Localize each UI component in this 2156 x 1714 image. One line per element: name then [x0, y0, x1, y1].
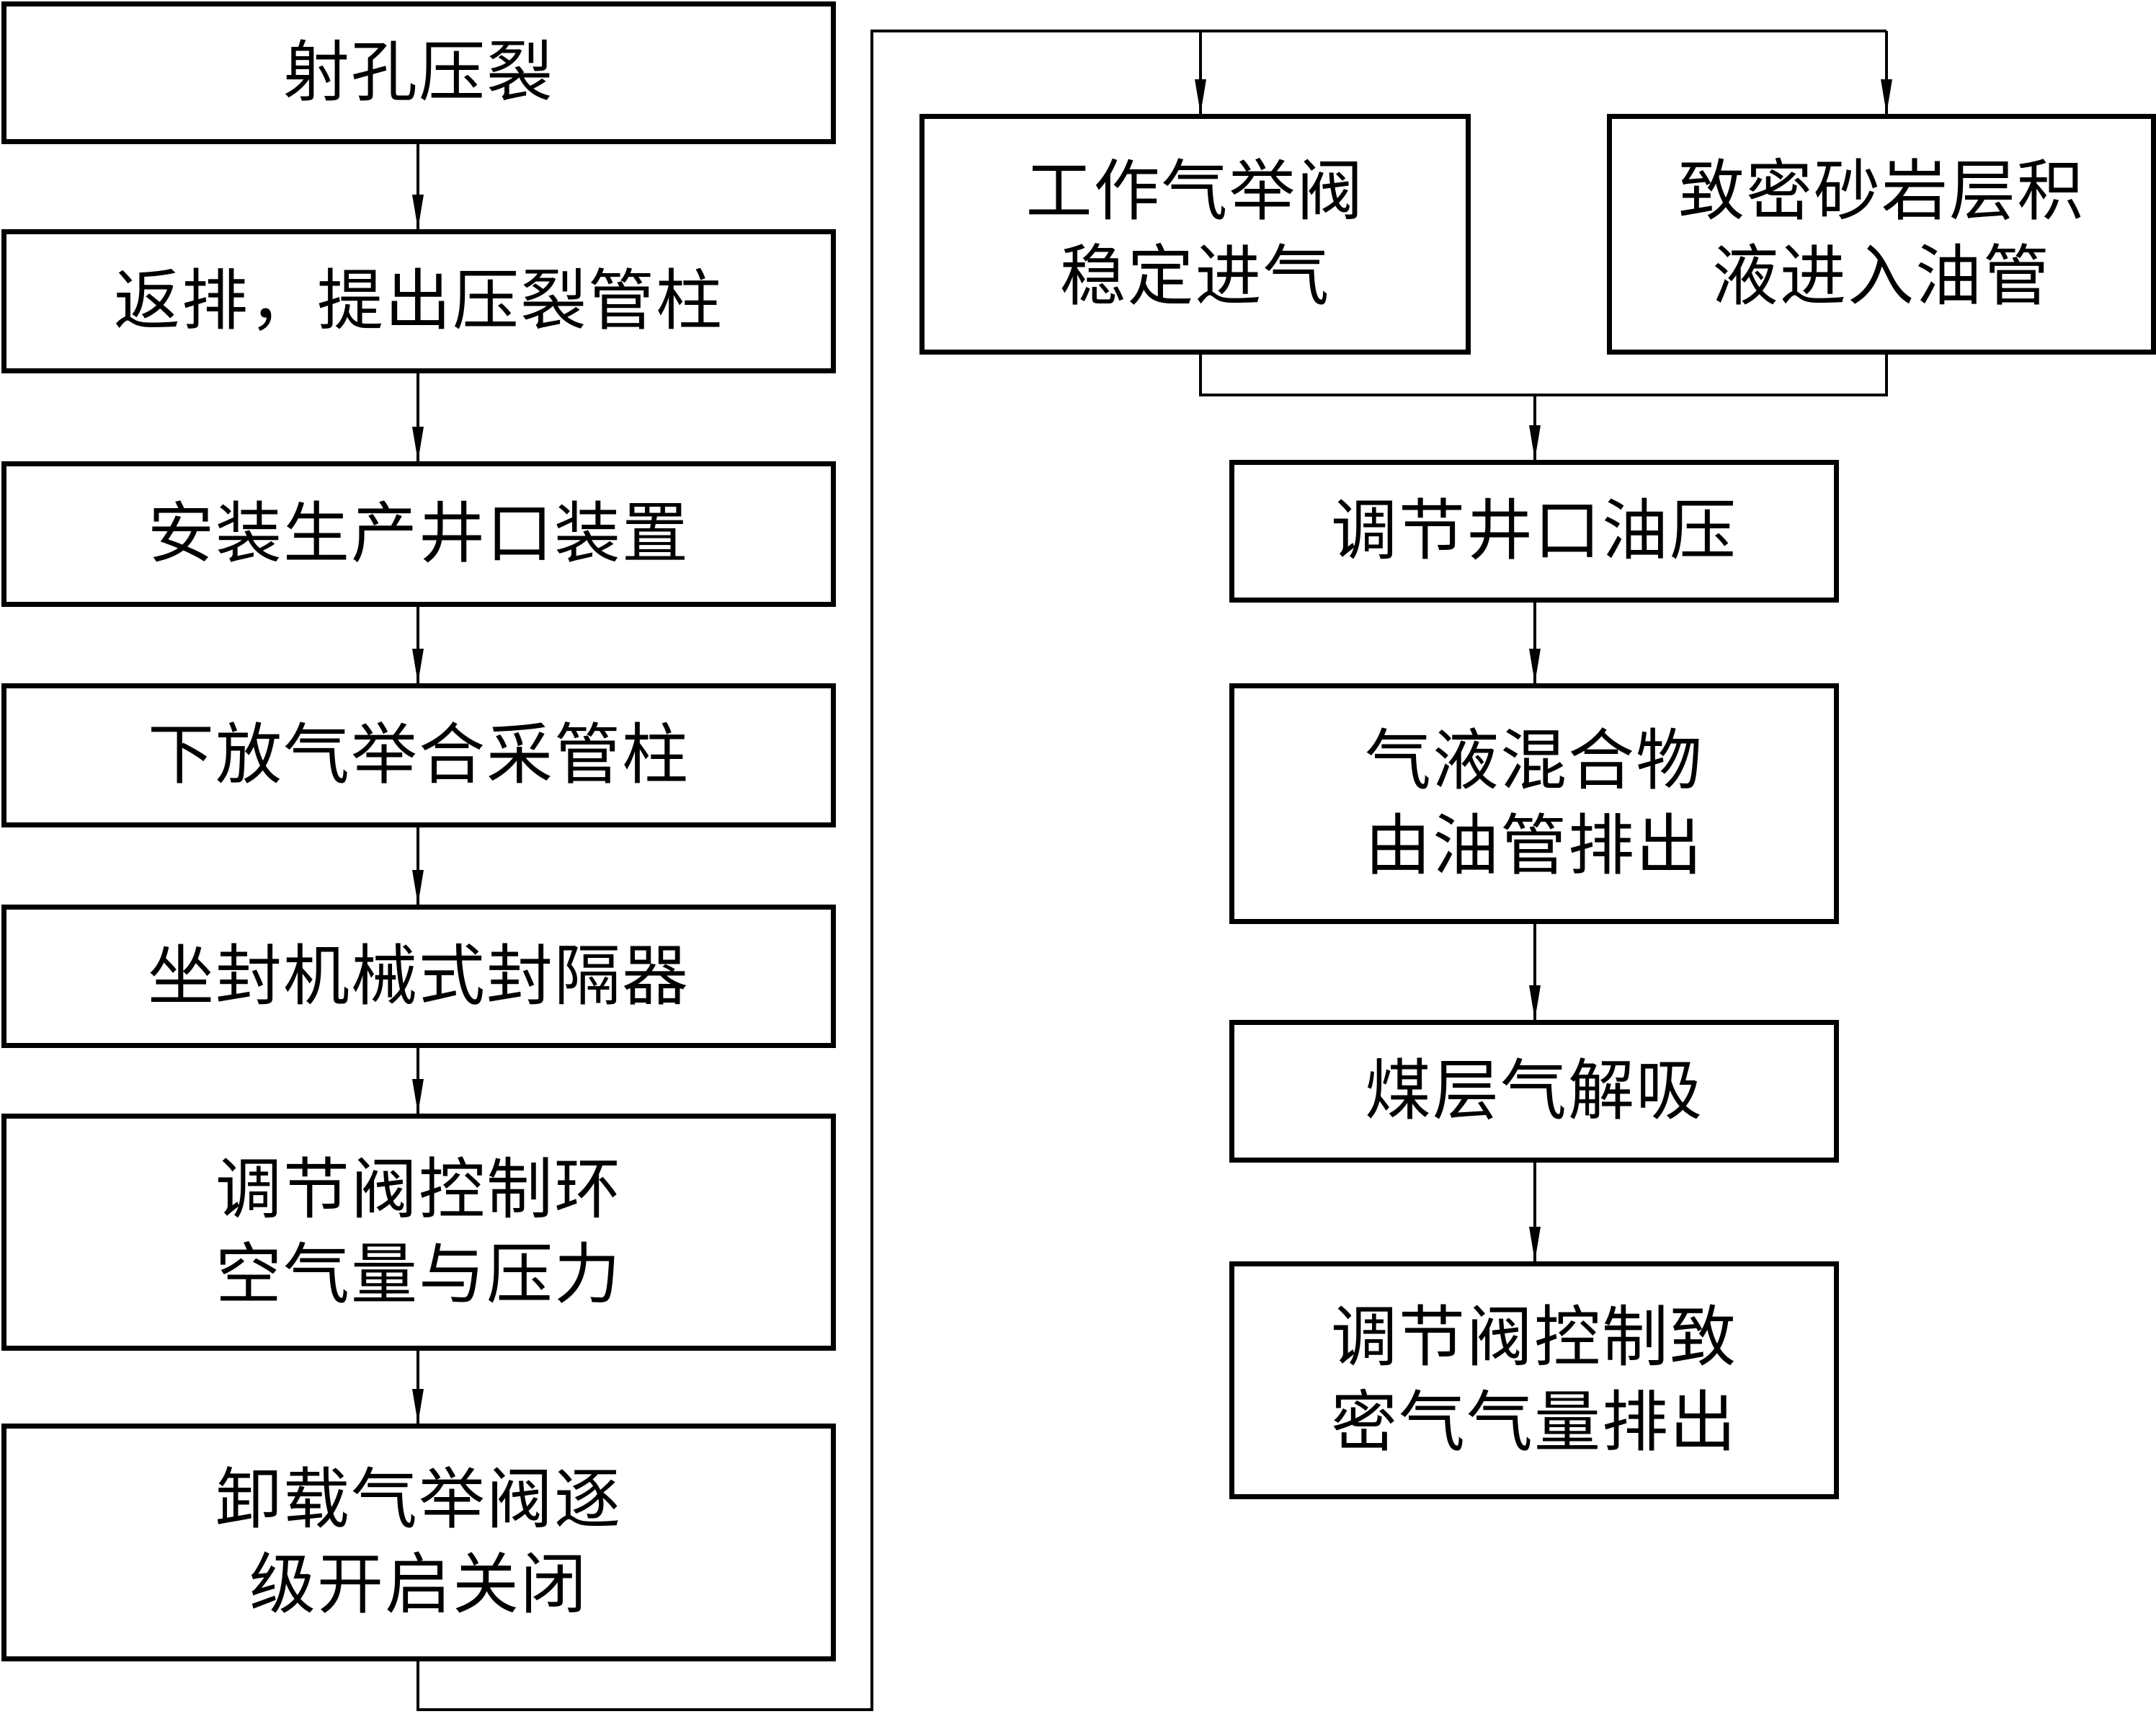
- arrowhead: [412, 649, 424, 683]
- step-label-line-1: 卸载气举阀逐: [215, 1461, 622, 1538]
- step-label: 煤层气解吸: [1364, 1052, 1703, 1129]
- arrowhead: [1529, 1227, 1541, 1261]
- arrowhead: [1195, 79, 1206, 114]
- step-label-line-2: 空气量与压力: [215, 1235, 622, 1313]
- step-flowback-pull-string: 返排，提出压裂管柱: [1, 229, 836, 373]
- arrowhead: [1529, 649, 1541, 683]
- step-label-line-1: 调节阀控制环: [215, 1150, 622, 1228]
- step-cbm-desorption: 煤层气解吸: [1229, 1020, 1839, 1163]
- arrowhead: [412, 427, 424, 461]
- step-control-annulus-gas: 调节阀控制环 空气量与压力: [1, 1114, 836, 1351]
- arrowhead: [412, 1389, 424, 1424]
- step-label-line-2: 由油管排出: [1364, 807, 1703, 884]
- step-label-line-2: 级开启关闭: [249, 1546, 588, 1623]
- step-perforation-fracturing: 射孔压裂: [1, 1, 836, 144]
- step-label: 射孔压裂: [282, 34, 554, 111]
- step-label-line-1: 调节阀控制致: [1330, 1299, 1737, 1376]
- step-label-line-2: 密气气量排出: [1330, 1384, 1737, 1461]
- step-label-line-2: 稳定进气: [1059, 238, 1331, 315]
- step-unloading-valves: 卸载气举阀逐 级开启关闭: [1, 1424, 836, 1661]
- arrowhead: [1881, 79, 1892, 114]
- arrowhead: [412, 195, 424, 229]
- arrowhead: [1529, 985, 1541, 1020]
- step-label: 调节井口油压: [1330, 492, 1737, 569]
- merge-connector: [1199, 353, 1888, 396]
- step-run-gaslift-string: 下放气举合采管柱: [1, 683, 836, 827]
- branch-tight-sand-liquid-inflow: 致密砂岩层积 液进入油管: [1607, 114, 2156, 355]
- step-label-line-2: 液进入油管: [1711, 238, 2051, 315]
- step-label: 下放气举合采管柱: [147, 716, 690, 794]
- branch-working-valve-gas-inlet: 工作气举阀 稳定进气: [919, 114, 1471, 355]
- arrowhead: [412, 870, 424, 905]
- step-label: 坐封机械式封隔器: [147, 937, 690, 1015]
- step-gas-liquid-discharge: 气液混合物 由油管排出: [1229, 683, 1839, 924]
- loop-connector: [416, 30, 1886, 1711]
- step-label-line-1: 致密砂岩层积: [1678, 153, 2085, 230]
- step-control-tight-gas-discharge: 调节阀控制致 密气气量排出: [1229, 1261, 1839, 1499]
- arrowhead: [1529, 425, 1541, 460]
- step-set-packer: 坐封机械式封隔器: [1, 905, 836, 1048]
- step-adjust-tubing-pressure: 调节井口油压: [1229, 460, 1839, 603]
- step-label: 安装生产井口装置: [147, 495, 690, 572]
- step-label-line-1: 气液混合物: [1364, 722, 1703, 799]
- arrowhead: [412, 1079, 424, 1114]
- step-label-line-1: 工作气举阀: [1025, 153, 1365, 230]
- step-label: 返排，提出压裂管柱: [113, 262, 723, 339]
- step-install-wellhead: 安装生产井口装置: [1, 461, 836, 607]
